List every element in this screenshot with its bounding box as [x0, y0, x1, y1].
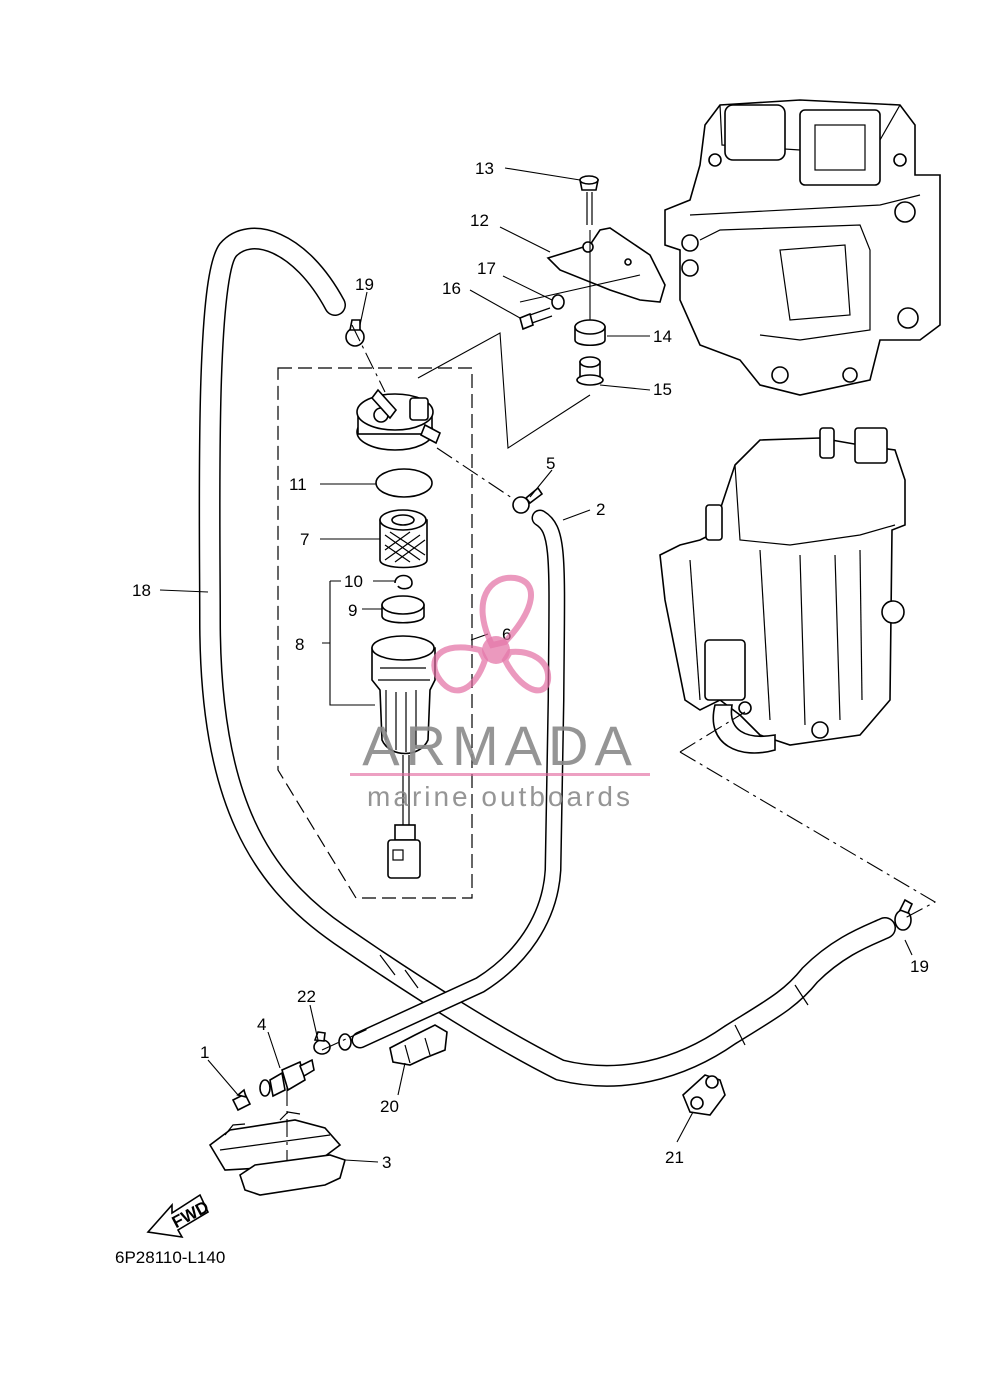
callout-5: 5: [546, 454, 555, 473]
o-ring-11: [375, 468, 433, 498]
callout-14: 14: [653, 327, 672, 346]
cap-1: [231, 1088, 252, 1112]
bolt-16: [519, 307, 553, 331]
callout-15: 15: [653, 380, 672, 399]
watermark-tagline: marine outboards: [367, 781, 633, 812]
engine-block-illustration: [664, 99, 941, 396]
clamp-5: [512, 486, 544, 514]
hose-18: [198, 227, 896, 1087]
grommet-14: [574, 319, 606, 347]
filter-assembly-boundary: [277, 367, 473, 899]
watermark-brand: ARMADA: [362, 714, 638, 777]
callout-3: 3: [382, 1153, 391, 1172]
bolt-13: [579, 175, 599, 225]
callout-labels: 13 12 17 16 19 14 15 5 11 2 7 10 18 9 6 …: [132, 159, 929, 1172]
vapor-separator-illustration: [659, 427, 906, 754]
clamp-19-top: [345, 319, 365, 347]
callout-1: 1: [200, 1043, 209, 1062]
washer-17: [551, 294, 565, 310]
callout-9: 9: [348, 601, 357, 620]
callout-11: 11: [289, 475, 307, 494]
clip-21: [682, 1074, 726, 1116]
callout-22: 22: [297, 987, 316, 1006]
callout-6: 6: [502, 625, 511, 644]
callout-17: 17: [477, 259, 496, 278]
link-pump-to-clamp19: [679, 711, 937, 919]
propeller-logo-icon: [431, 574, 552, 694]
watermark-divider: [350, 773, 650, 776]
callout-19b: 19: [910, 957, 929, 976]
callout-21: 21: [665, 1148, 684, 1167]
fwd-arrow-icon: FWD: [146, 1193, 212, 1239]
diagram-code: 6P28110-L140: [115, 1248, 225, 1267]
callout-20: 20: [380, 1097, 399, 1116]
callout-7: 7: [300, 530, 309, 549]
bracket-12: [546, 227, 666, 303]
callout-10: 10: [344, 572, 363, 591]
callout-16: 16: [442, 279, 461, 298]
clip-ring-10: [394, 574, 413, 590]
joint-4: [259, 1058, 315, 1098]
collar-15: [576, 356, 604, 386]
armada-watermark: ARMADA marine outboards: [350, 574, 650, 812]
link-filter-to-clamp-5: [436, 447, 516, 501]
leader-lines: [159, 167, 913, 1163]
link-bracket: [417, 230, 641, 449]
filter-cup-8: [371, 635, 436, 879]
link-hose2-to-joint: [321, 1027, 371, 1051]
callout-19a: 19: [355, 275, 374, 294]
callout-13: 13: [475, 159, 494, 178]
cap-9: [381, 595, 425, 624]
callout-8: 8: [295, 635, 304, 654]
cover-3: [208, 1111, 346, 1196]
callout-12: 12: [470, 211, 489, 230]
callout-2: 2: [596, 500, 605, 519]
callout-4: 4: [257, 1015, 266, 1034]
callout-18: 18: [132, 581, 151, 600]
clamp-19-right: [894, 898, 914, 931]
link-hose18-to-clamp19: [351, 324, 386, 393]
hose-2: [338, 509, 566, 1051]
filter-head: [356, 388, 442, 451]
filter-element-7: [379, 509, 428, 569]
holder-20: [389, 1024, 448, 1066]
